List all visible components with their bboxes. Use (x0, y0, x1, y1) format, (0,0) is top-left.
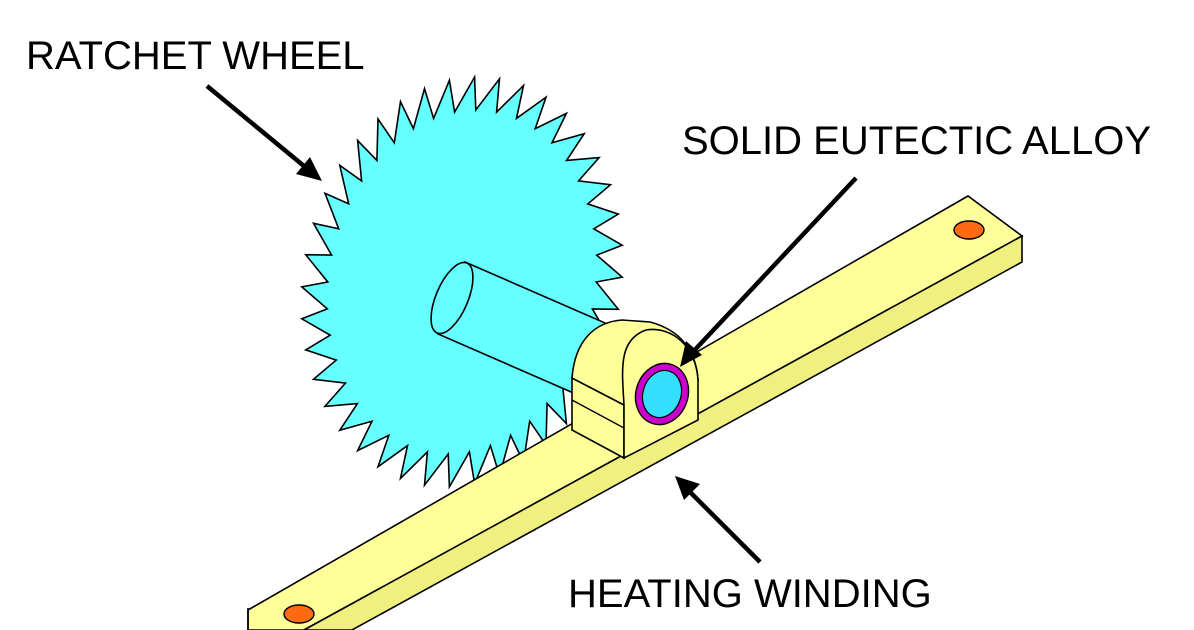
heating-winding-label: HEATING WINDING (568, 572, 932, 616)
arrow-heating-winding (675, 476, 762, 564)
ratchet-wheel-label: RATCHET WHEEL (26, 34, 365, 78)
mounting-hole-left (283, 604, 315, 624)
eutectic-alloy-core (641, 369, 683, 419)
arrow-solid-eutectic-alloy (680, 176, 858, 367)
mounting-hole-right (953, 220, 985, 240)
arrow-ratchet-wheel (205, 84, 322, 181)
solid-eutectic-alloy-label: SOLID EUTECTIC ALLOY (682, 119, 1152, 163)
